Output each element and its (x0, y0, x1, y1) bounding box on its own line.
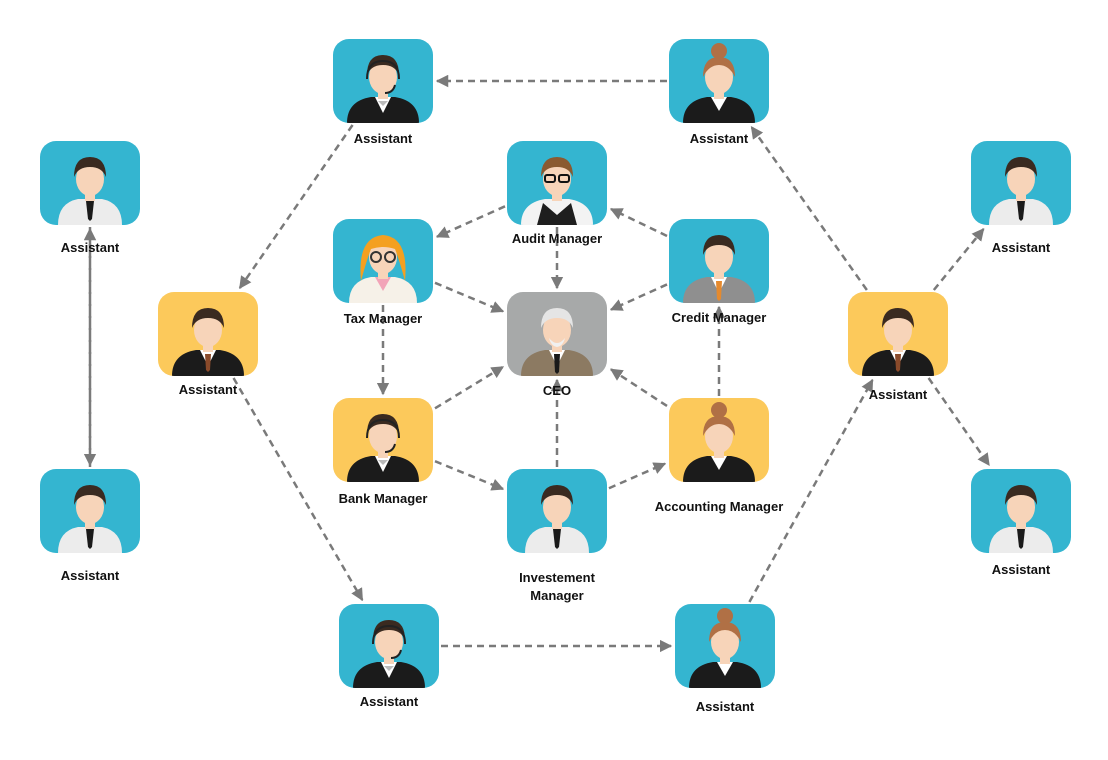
man-shirt-icon (971, 141, 1071, 225)
man-headset-icon (333, 398, 433, 482)
node-label-assistant: Assistant (991, 562, 1051, 577)
node-label-assistant: Assistant (991, 240, 1051, 255)
woman-glasses-icon (333, 219, 433, 303)
connector-bank-to-ceo (434, 365, 505, 410)
man-headset-icon (333, 39, 433, 123)
man-headset-icon (339, 604, 439, 688)
node-label-credit-manager: Credit Manager (671, 310, 767, 325)
woman-bun-icon (669, 39, 769, 123)
connector-audit-to-tax (435, 205, 506, 238)
man-shirt-icon (507, 469, 607, 553)
node-label-assistant: Assistant (359, 694, 419, 709)
node-label-assistant: Assistant (178, 382, 238, 397)
node-label-assistant: Assistant (695, 699, 755, 714)
node-label-assistant: Assistant (689, 131, 749, 146)
connector-a_bottom_right-to-a_right_mid (748, 378, 874, 603)
man-suit-dark-icon (848, 292, 948, 376)
woman-bun-icon (669, 398, 769, 482)
connector-credit-to-ceo (609, 283, 668, 311)
node-label-ceo: CEO (542, 383, 572, 398)
connector-a_left_mid-to-a_bottom_left (232, 377, 364, 602)
ceo-icon (507, 292, 607, 376)
connector-credit-to-audit (609, 207, 668, 238)
woman-bun-icon (675, 604, 775, 688)
man-shirt-icon (971, 469, 1071, 553)
node-label-assistant: Assistant (60, 568, 120, 583)
connector-tax-to-ceo (434, 281, 505, 313)
node-label-assistant: Assistant (353, 131, 413, 146)
node-label-audit-manager: Audit Manager (511, 231, 603, 246)
man-vest-glasses-icon (507, 141, 607, 225)
man-shirt-icon (40, 469, 140, 553)
connector-a_right_mid-to-a_far_right_top (932, 228, 985, 291)
connector-investment-to-accounting (608, 462, 667, 490)
connector-a_right_mid-to-a_top_right (750, 125, 868, 291)
connector-a_top_left-to-a_left_mid (238, 124, 354, 290)
man-suit-dark-icon (158, 292, 258, 376)
connector-a_right_mid-to-a_far_right_bottom (927, 377, 991, 467)
node-label-tax-manager: Tax Manager (343, 311, 423, 326)
node-label-assistant: Assistant (60, 240, 120, 255)
node-label-assistant: Assistant (868, 387, 928, 402)
man-suit-icon (669, 219, 769, 303)
node-label-investment-manager: Investement Manager (519, 570, 595, 603)
connector-bank-to-investment (434, 460, 505, 491)
man-shirt-icon (40, 141, 140, 225)
node-label-bank-manager: Bank Manager (338, 491, 428, 506)
node-label-accounting-manager: Accounting Manager (654, 499, 784, 514)
